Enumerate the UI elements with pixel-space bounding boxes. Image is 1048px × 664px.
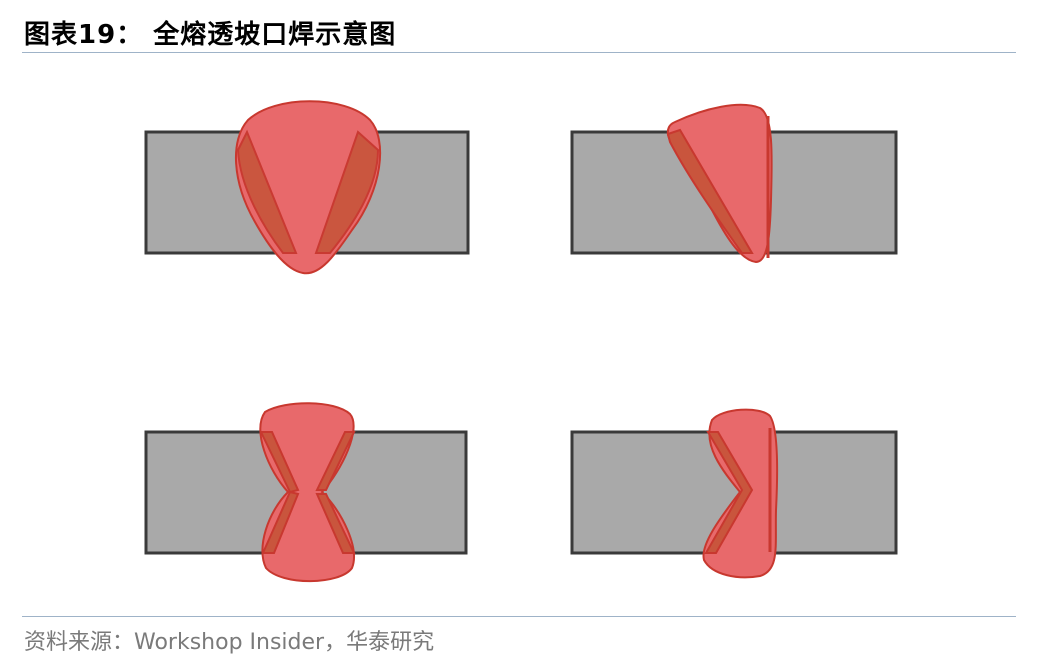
figure-title: 图表19： 全熔透坡口焊示意图 [24,20,397,50]
groove-face-lower-right [315,493,356,554]
groove-face-upper-left [259,431,300,494]
weld-bead [259,402,355,583]
title-divider [22,52,1016,53]
footer-divider [22,616,1016,617]
groove-face-right [314,130,380,254]
groove-face [704,431,754,554]
groove-face-lower-left [261,490,300,554]
double-v-weld-icon [144,402,468,583]
double-bevel-weld-icon [570,408,898,579]
single-v-weld-icon [144,100,470,275]
groove-face-upper-right [315,431,356,491]
source-note: 资料来源：Workshop Insider，华泰研究 [24,630,435,655]
groove-face-left [236,129,298,254]
groove-face [666,128,754,254]
single-bevel-weld-icon [570,103,898,264]
